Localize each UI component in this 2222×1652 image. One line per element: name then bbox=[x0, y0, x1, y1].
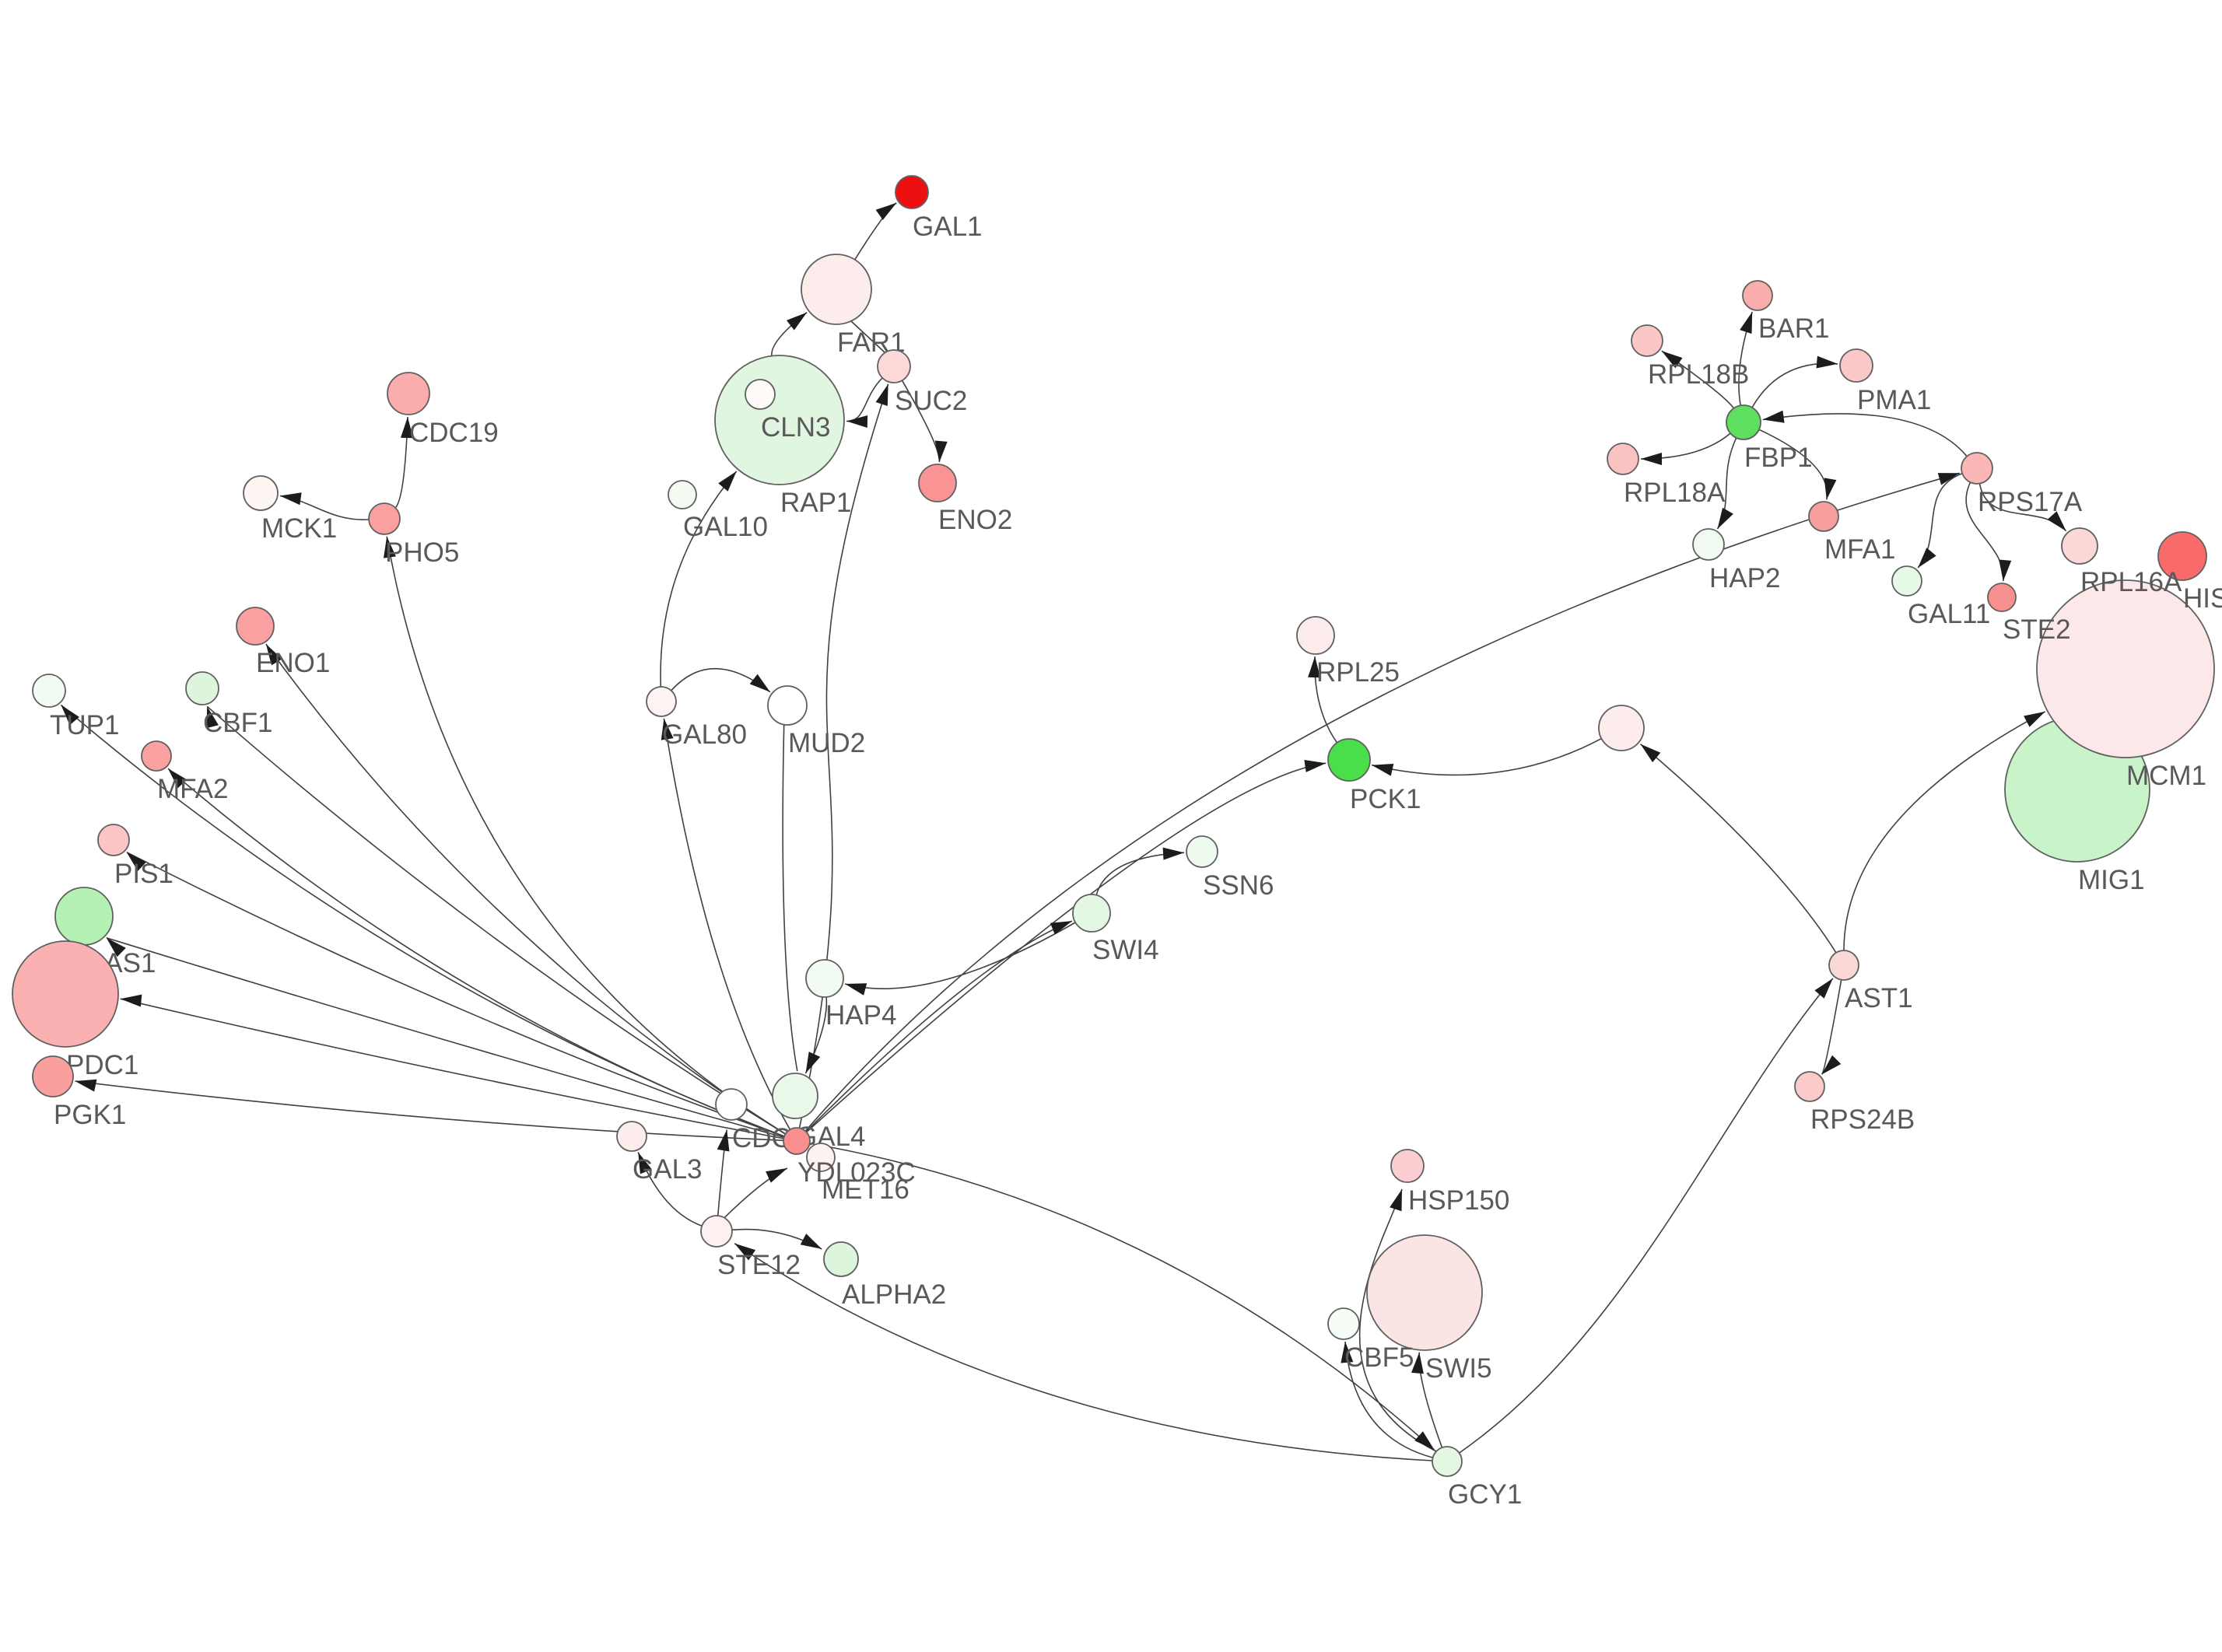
svg-text:MUD2: MUD2 bbox=[788, 728, 865, 758]
svg-text:RPS24B: RPS24B bbox=[1810, 1104, 1915, 1135]
svg-text:CDC19: CDC19 bbox=[409, 418, 499, 448]
svg-text:GCY1: GCY1 bbox=[1448, 1479, 1522, 1510]
svg-text:MIG1: MIG1 bbox=[2078, 865, 2145, 895]
svg-text:HSP150: HSP150 bbox=[1408, 1185, 1509, 1216]
svg-text:RPL25: RPL25 bbox=[1316, 657, 1400, 688]
svg-text:SSN6: SSN6 bbox=[1203, 870, 1274, 901]
svg-text:RPL18A: RPL18A bbox=[1624, 478, 1726, 508]
svg-text:MFA1: MFA1 bbox=[1824, 534, 1895, 565]
svg-text:PCK1: PCK1 bbox=[1350, 784, 1421, 814]
svg-text:BAR1: BAR1 bbox=[1758, 313, 1829, 344]
svg-text:PIS1: PIS1 bbox=[114, 859, 173, 889]
svg-text:PDC1: PDC1 bbox=[66, 1050, 138, 1080]
svg-text:SWI5: SWI5 bbox=[1425, 1353, 1492, 1384]
svg-text:PMA1: PMA1 bbox=[1857, 385, 1931, 415]
svg-text:TUP1: TUP1 bbox=[50, 710, 119, 740]
svg-text:RPL18B: RPL18B bbox=[1648, 359, 1749, 390]
svg-text:ALPHA2: ALPHA2 bbox=[842, 1279, 946, 1310]
svg-text:GAL3: GAL3 bbox=[633, 1154, 703, 1185]
svg-text:ENO1: ENO1 bbox=[256, 648, 330, 678]
svg-text:CLN3: CLN3 bbox=[761, 412, 830, 443]
svg-text:ENO2: ENO2 bbox=[938, 505, 1012, 535]
svg-text:MCM1: MCM1 bbox=[2126, 761, 2206, 791]
svg-text:MCK1: MCK1 bbox=[261, 513, 337, 544]
svg-text:HAP2: HAP2 bbox=[1709, 563, 1780, 593]
svg-text:GAL11: GAL11 bbox=[1908, 599, 1990, 629]
svg-text:PGK1: PGK1 bbox=[54, 1100, 126, 1130]
svg-text:RPS17A: RPS17A bbox=[1978, 487, 2083, 517]
svg-text:YDL023C: YDL023C bbox=[797, 1157, 916, 1188]
svg-text:CBF5: CBF5 bbox=[1344, 1342, 1414, 1373]
svg-text:STE12: STE12 bbox=[717, 1250, 801, 1280]
svg-text:RPL16A: RPL16A bbox=[2080, 567, 2182, 597]
svg-text:STE2: STE2 bbox=[2003, 614, 2071, 645]
svg-text:SUC2: SUC2 bbox=[895, 386, 967, 416]
svg-text:RAP1: RAP1 bbox=[780, 488, 851, 518]
svg-text:PHO5: PHO5 bbox=[385, 537, 459, 568]
svg-text:AST1: AST1 bbox=[1845, 983, 1913, 1013]
svg-text:MET16: MET16 bbox=[822, 1174, 909, 1205]
svg-text:GAL10: GAL10 bbox=[683, 512, 768, 542]
svg-text:CBF1: CBF1 bbox=[203, 708, 272, 738]
svg-text:HAP4: HAP4 bbox=[825, 1000, 896, 1031]
svg-text:GAL80: GAL80 bbox=[662, 719, 747, 750]
svg-text:MFA2: MFA2 bbox=[157, 774, 228, 804]
svg-text:SWI4: SWI4 bbox=[1092, 935, 1159, 965]
svg-text:FBP1: FBP1 bbox=[1744, 443, 1813, 473]
svg-text:HIS4: HIS4 bbox=[2183, 583, 2222, 614]
svg-text:GAL1: GAL1 bbox=[913, 212, 983, 242]
